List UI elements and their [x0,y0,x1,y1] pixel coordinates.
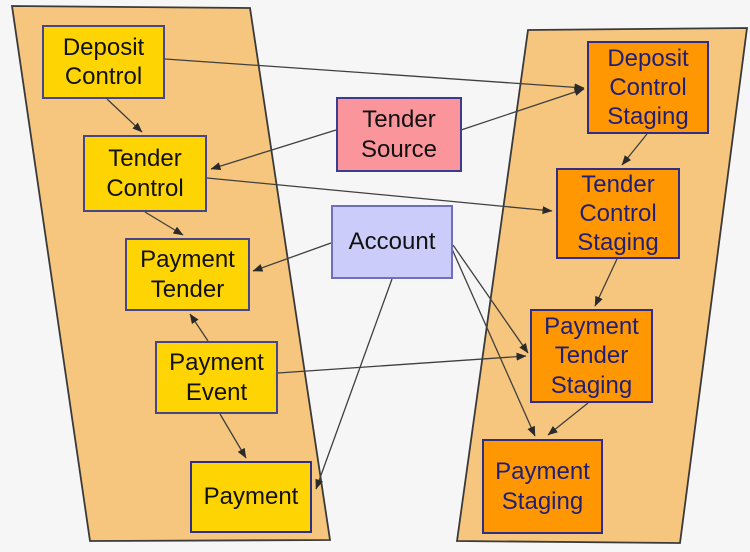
arrow-tender-control-to-payment-tender [144,211,184,236]
arrow-tender-control-staging-to-payment-tender-staging [594,258,618,307]
node-label: Tender Control [106,145,184,202]
arrow-account-to-payment [315,278,393,490]
arrow-deposit-control-staging-to-tender-control-staging [621,133,648,166]
node-label: Payment Event [169,349,264,406]
node-payment-staging: Payment Staging [482,439,603,534]
node-tender-control-staging: Tender Control Staging [556,168,680,259]
arrow-tender-source-to-deposit-control-staging [457,88,585,132]
arrow-payment-event-to-payment [219,413,247,459]
node-deposit-control-staging: Deposit Control Staging [587,41,709,134]
node-payment-tender: Payment Tender [125,238,250,311]
arrow-deposit-control-to-tender-control [106,98,143,133]
arrow-deposit-control-to-deposit-control-staging [164,58,585,92]
node-label: Payment Tender [140,246,235,303]
node-payment-event: Payment Event [155,341,278,414]
node-account: Account [331,205,453,279]
node-label: Tender Control Staging [577,170,659,257]
node-tender-control: Tender Control [83,135,207,212]
arrow-payment-tender-staging-to-payment-staging [547,402,589,436]
node-tender-source: Tender Source [336,97,462,172]
arrow-payment-event-to-payment-tender [189,313,209,342]
node-label: Payment Staging [495,458,590,515]
node-label: Deposit Control [62,33,145,90]
node-label: Deposit Control Staging [607,44,689,131]
node-payment-tender-staging: Payment Tender Staging [530,309,653,403]
node-payment: Payment [190,461,312,533]
node-label: Payment Tender Staging [544,313,639,399]
node-label: Account [348,228,436,256]
arrow-tender-source-to-tender-control [210,129,337,170]
arrow-payment-event-to-payment-tender-staging [277,352,527,374]
arrow-tender-control-to-tender-control-staging [206,177,553,215]
node-label: Payment [203,483,299,511]
arrow-account-to-payment-tender [252,242,332,272]
node-label: Tender Source [360,106,438,163]
right-trapezoid-group [455,27,749,544]
arrow-account-to-payment-tender-staging [452,244,529,354]
arrow-account-to-payment-staging [451,248,536,437]
node-deposit-control: Deposit Control [42,25,165,99]
